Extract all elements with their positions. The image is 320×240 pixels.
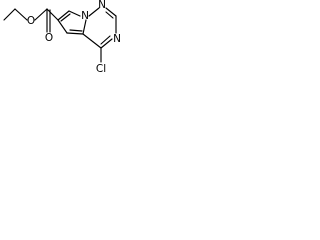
bond-ring5-c1-c5 — [57, 19, 68, 34]
bond-ring5-c1-c2 — [57, 10, 70, 21]
bond-ring6-n4-c5 — [100, 38, 113, 49]
atom-label-ring-n-top: N — [98, 0, 106, 11]
bond-ring6-c5-c6 — [82, 33, 102, 49]
bond-ring6-n4-c5-inner — [100, 35, 111, 45]
atom-label-ring-n-right: N — [113, 33, 121, 45]
bond-ring5-c1-c2-inner — [60, 13, 71, 22]
bond-ring6-n2-c3 — [105, 7, 117, 17]
bond-ring5-c2-n — [68, 10, 81, 17]
bond-ring6-n2-c3-inner — [105, 11, 114, 19]
atom-label-ring-n-bridge: N — [81, 10, 89, 22]
bond-o-carbonyl-c — [34, 8, 48, 21]
triazine-ring — [82, 7, 117, 49]
bond-ring5-c4-n — [82, 19, 87, 35]
atom-label-ester-o-single: O — [27, 15, 35, 27]
ester-group — [34, 8, 59, 33]
bond-ring5-c5-c4 — [66, 32, 84, 35]
bond-carbonyl-c-ring — [46, 8, 59, 21]
chemical-structure-diagram: O O N N N Cl — [3, 0, 121, 75]
bond-ethyl-c1-c2 — [3, 8, 16, 21]
bond-ring5-c5-c4-inner — [69, 29, 83, 32]
ethyl-group — [3, 8, 28, 21]
bond-ring6-n1-n2 — [88, 7, 100, 17]
bond-ethyl-c2-o — [14, 8, 28, 21]
atom-label-ester-o-double: O — [45, 32, 53, 44]
pyrrole-ring — [57, 10, 87, 35]
atom-label-chlorine: Cl — [96, 63, 106, 75]
